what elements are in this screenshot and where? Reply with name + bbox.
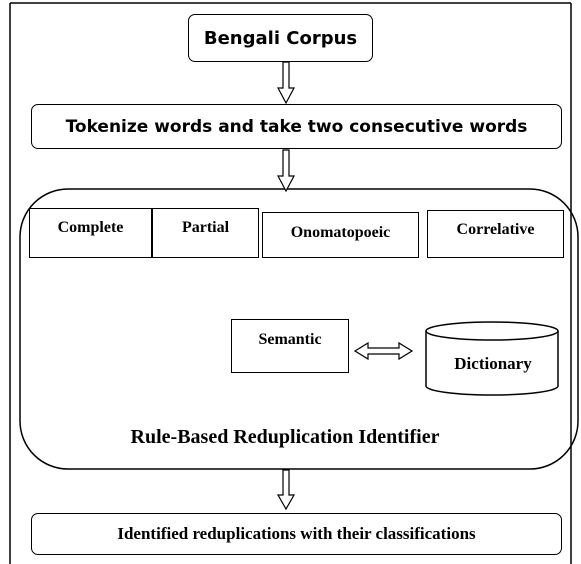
category-label-partial: Partial <box>181 219 230 236</box>
semantic-label: Semantic <box>258 331 322 348</box>
bengali-corpus-label: Bengali Corpus <box>203 27 358 49</box>
bengali-corpus-box: Bengali Corpus <box>188 14 373 62</box>
output-box: Identified reduplications with their cla… <box>31 513 562 555</box>
category-box-onomatopoeic: Onomatopoeic <box>262 212 419 258</box>
semantic-box: Semantic <box>231 319 349 373</box>
dictionary-label: Dictionary <box>454 354 532 373</box>
category-label-onomatopoeic: Onomatopoeic <box>290 224 391 241</box>
category-label-correlative: Correlative <box>456 221 535 238</box>
category-box-correlative: Correlative <box>427 210 564 258</box>
bidirectional-arrow <box>353 341 414 361</box>
identifier-label: Rule-Based Reduplication Identifier <box>131 426 440 448</box>
identifier-container <box>19 188 579 470</box>
category-box-partial: Partial <box>152 208 259 258</box>
arrow-tokenize-to-identifier <box>277 149 295 193</box>
tokenize-label: Tokenize words and take two consecutive … <box>65 116 528 137</box>
tokenize-box: Tokenize words and take two consecutive … <box>31 104 562 149</box>
dictionary-cylinder-top <box>425 321 559 341</box>
category-box-complete: Complete <box>29 208 152 258</box>
output-label: Identified reduplications with their cla… <box>117 524 476 543</box>
arrow-corpus-to-tokenize <box>277 61 295 105</box>
category-label-complete: Complete <box>57 219 124 236</box>
arrow-identifier-to-output <box>276 469 296 511</box>
dictionary-cylinder-body <box>425 331 559 396</box>
